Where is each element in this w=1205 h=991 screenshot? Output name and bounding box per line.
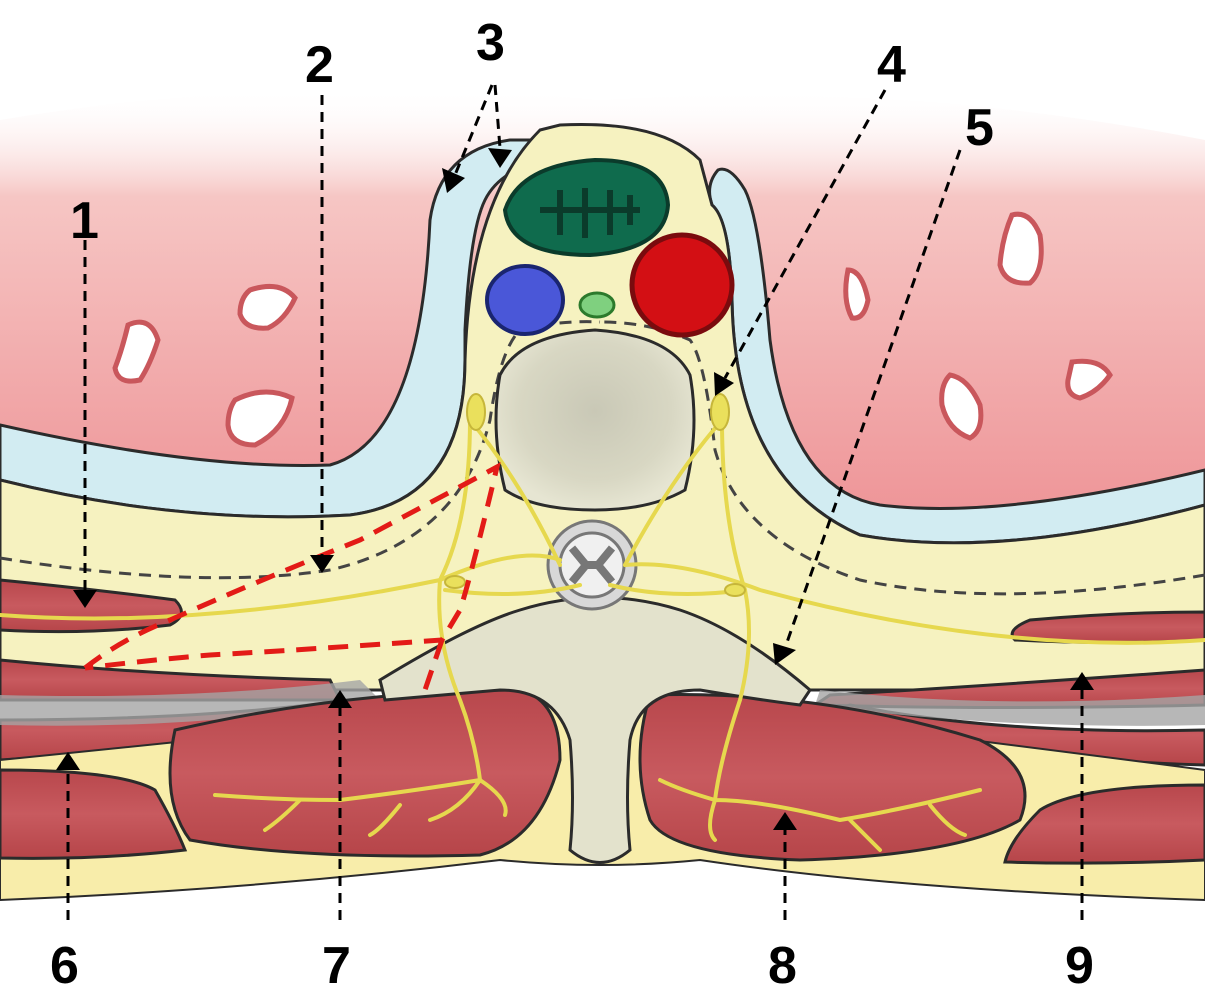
label-7: 7	[322, 937, 351, 991]
label-9: 9	[1065, 937, 1094, 991]
label-3: 3	[476, 14, 505, 72]
label-1: 1	[70, 192, 99, 250]
label-5: 5	[965, 99, 994, 157]
ureter-small-vessel	[580, 293, 614, 317]
aorta	[632, 235, 732, 335]
inferior-vena-cava	[487, 266, 563, 334]
label-8: 8	[768, 937, 797, 991]
label-4: 4	[877, 36, 906, 94]
vertebral-body	[496, 330, 694, 510]
label-6: 6	[50, 937, 79, 991]
label-2: 2	[305, 36, 334, 94]
